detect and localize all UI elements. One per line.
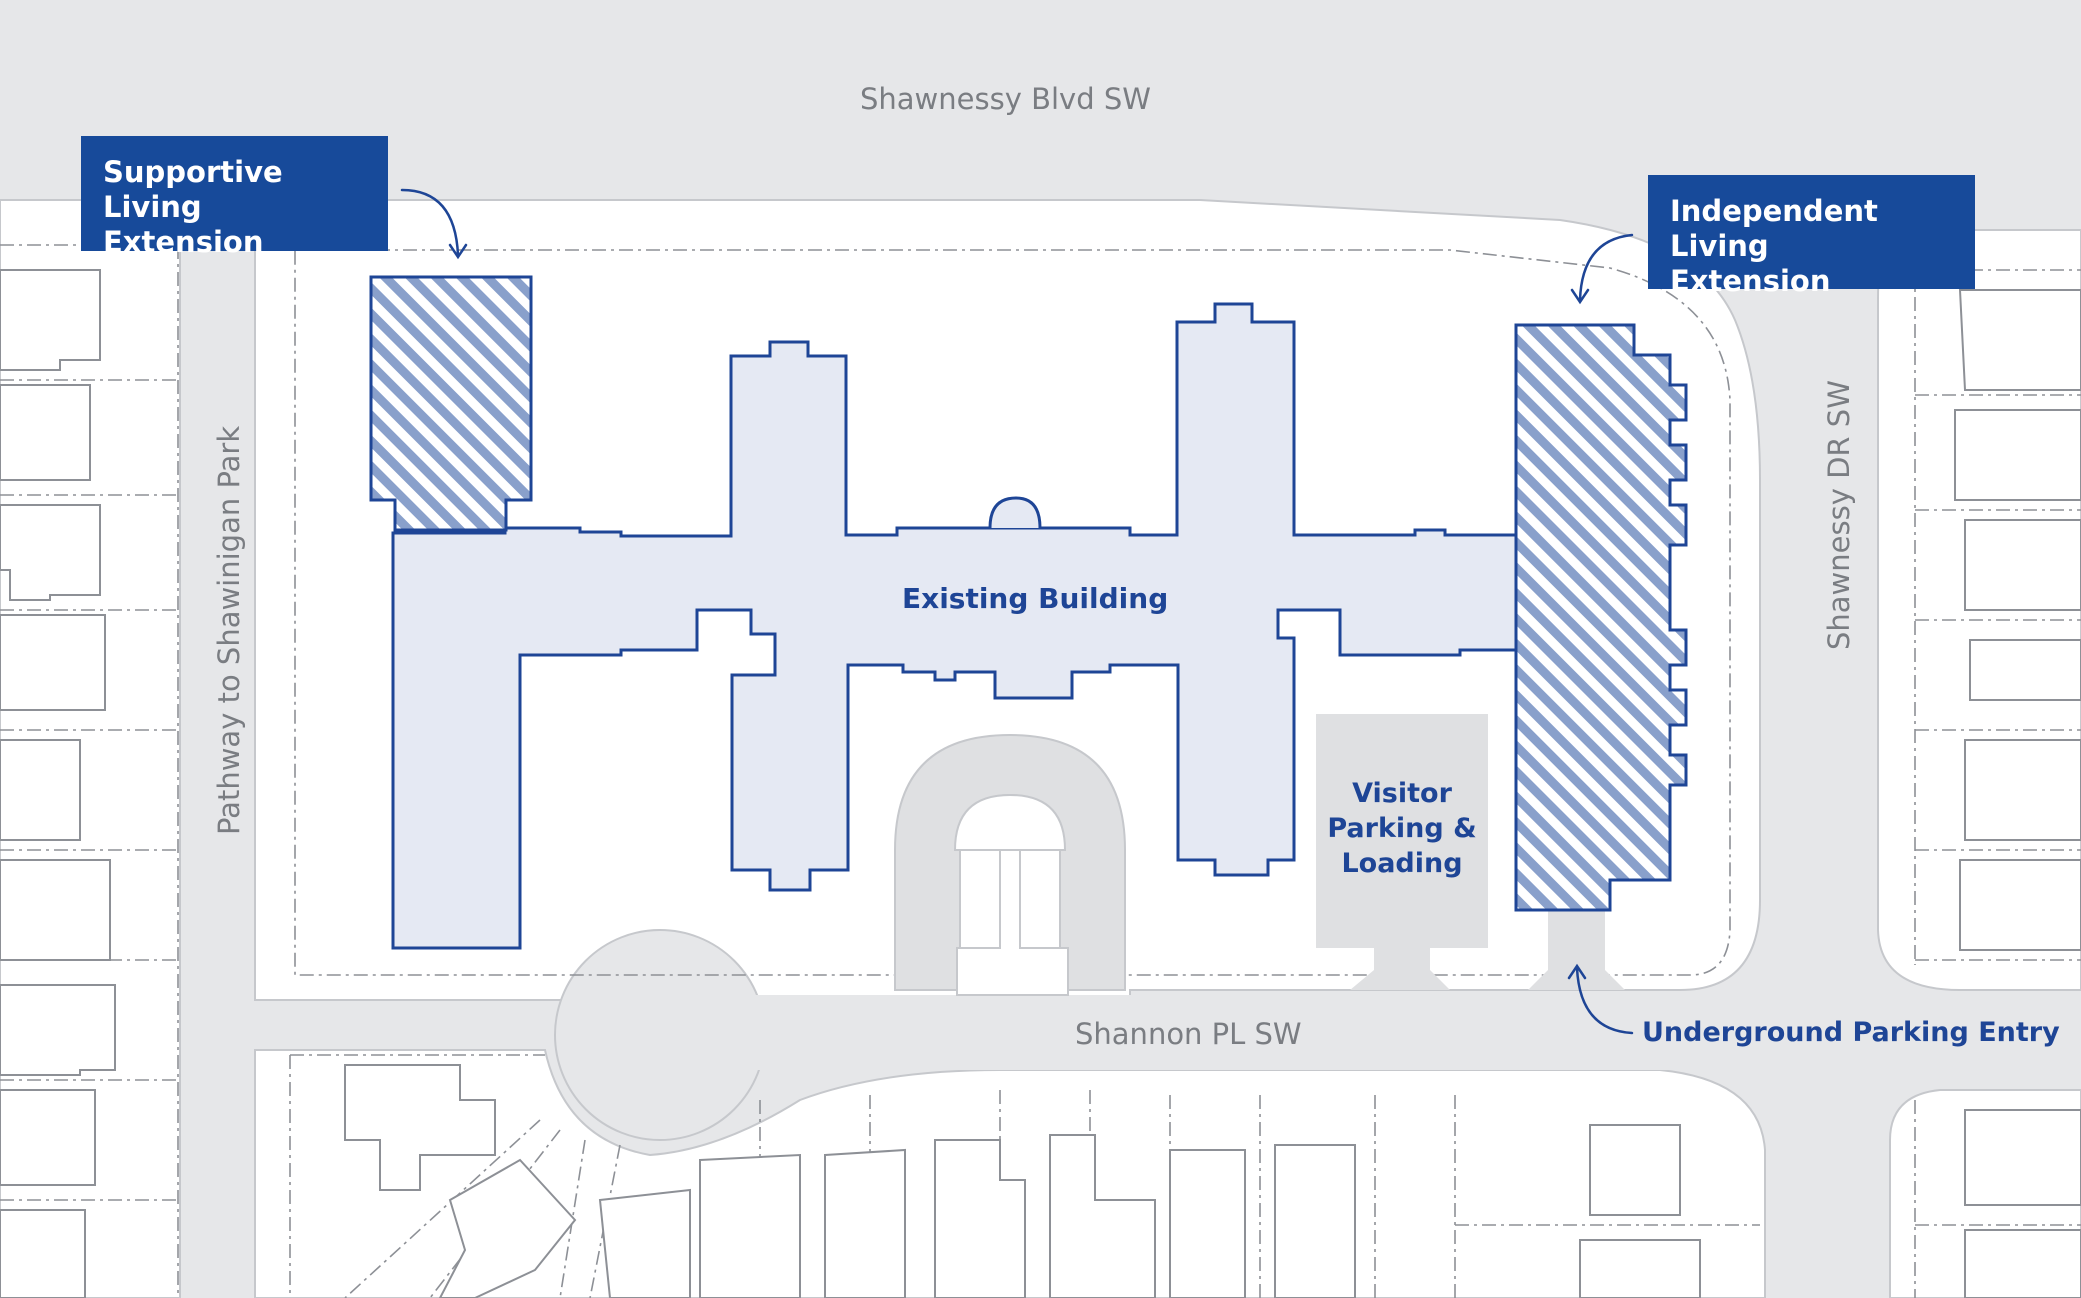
visitor-parking-label: Visitor Parking & Loading <box>1316 776 1488 881</box>
neighbour-houses <box>0 269 2081 1298</box>
underground-parking-callout: Underground Parking Entry <box>1642 1017 2060 1048</box>
independent-living-callout: Independent Living Extension <box>1648 175 1975 298</box>
underground-arrow <box>1575 966 1634 1035</box>
entry-plaza <box>953 793 1069 996</box>
supportive-callout-line-2: Extension <box>103 225 264 259</box>
street-shannon-pl: Shannon PL SW <box>1075 1017 1302 1051</box>
property-lines <box>0 244 2081 1298</box>
independent-callout-line-1: Independent Living <box>1670 194 1878 263</box>
independent-callout-line-2: Extension <box>1670 264 1831 298</box>
independent-arrow <box>1578 233 1634 302</box>
existing-building <box>391 302 1532 950</box>
street-pathway: Pathway to Shawinigan Park <box>212 425 246 835</box>
supportive-arrowhead <box>448 243 468 260</box>
visitor-parking-line-2: Parking & <box>1327 813 1477 844</box>
visitor-parking-line-1: Visitor <box>1352 778 1452 809</box>
existing-building-label: Existing Building <box>902 582 1169 615</box>
supportive-living-extension <box>369 275 533 532</box>
callout-arrows <box>400 188 1634 1035</box>
street-shawnessy-dr: Shawnessy DR SW <box>1822 380 1856 650</box>
visitor-parking-ramp <box>1350 948 1450 990</box>
street-shawnessy-blvd: Shawnessy Blvd SW <box>860 82 1151 116</box>
independent-arrowhead <box>1570 288 1590 305</box>
supportive-arrow <box>400 188 460 257</box>
underground-ramp <box>1528 910 1625 990</box>
visitor-parking-line-3: Loading <box>1341 848 1463 879</box>
west-pathway <box>205 250 255 1298</box>
shannon-pl-road <box>660 995 1770 1070</box>
independent-living-extension <box>1514 323 1688 912</box>
underground-arrowhead <box>1567 963 1587 980</box>
existing-building-dome <box>988 496 1042 529</box>
visitor-parking-pad <box>1316 714 1488 948</box>
supportive-callout-line-1: Supportive Living <box>103 155 283 224</box>
supportive-living-callout: Supportive Living Extension <box>81 136 388 259</box>
